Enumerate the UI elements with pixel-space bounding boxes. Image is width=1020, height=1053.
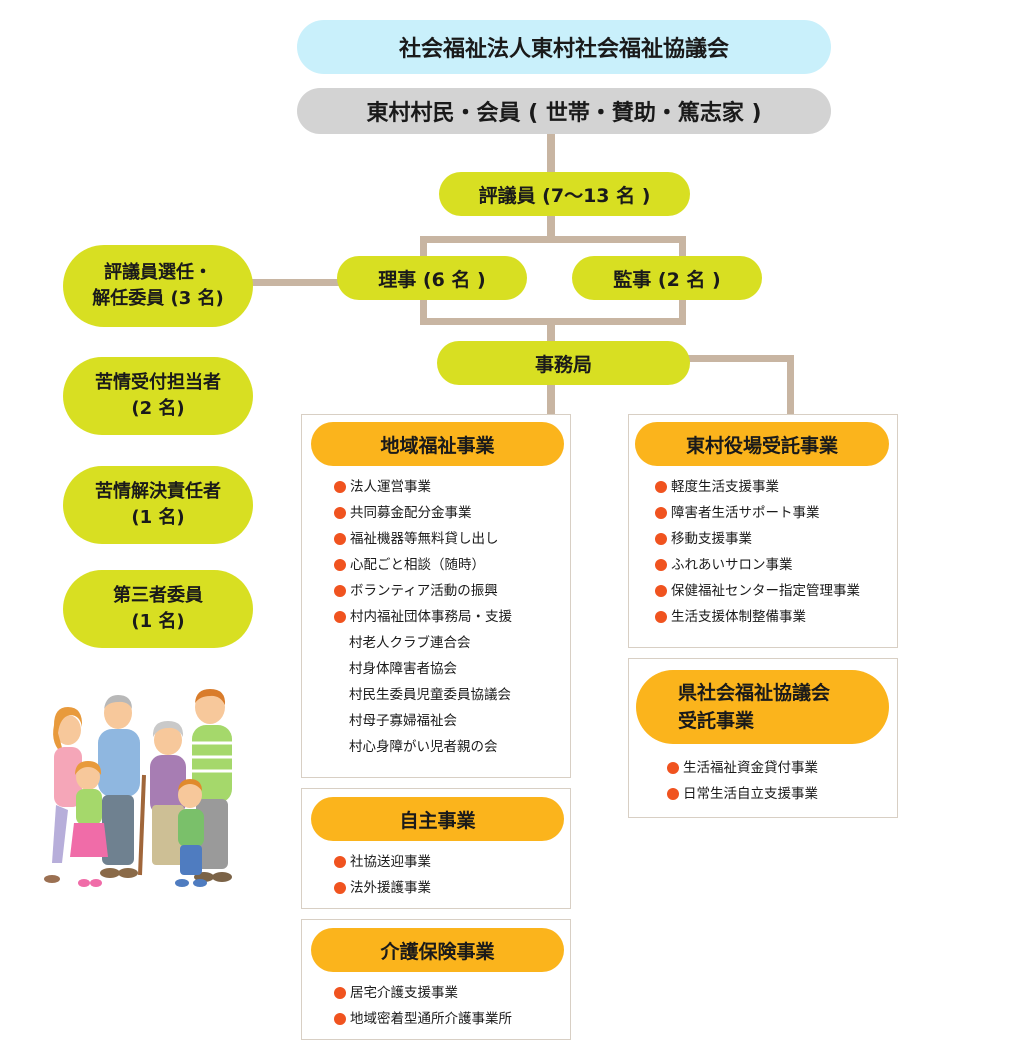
family-illustration-icon [40,685,240,895]
connector-secretariat-right [688,355,794,362]
care-item-list: 居宅介護支援事業地域密着型通所介護事業所 [334,980,512,1032]
prefecture-item-list: 生活福祉資金貸付事業日常生活自立支援事業 [667,755,818,807]
connector-board-secretariat [547,323,555,343]
councilors-node: 評議員 (7～13 名 ) [439,172,690,216]
community-item: 村心身障がい児者親の会 [349,739,498,755]
auditors-node: 監事 (2 名 ) [572,256,762,300]
connector-selection-committee [250,279,340,286]
community-item: 心配ごと相談（随時） [334,552,512,578]
members-node: 東村村民・会員 ( 世帯・賛助・篤志家 ) [297,88,831,134]
community-item: 村身体障害者協会 [349,661,457,677]
community-item: 村老人クラブ連合会 [349,635,471,651]
care-section-title: 介護保険事業 [311,928,564,972]
complaint-resolver-node: 苦情解決責任者 (1 名) [63,466,253,544]
directors-node: 理事 (6 名 ) [337,256,527,300]
selection-committee-node: 評議員選任・ 解任委員 (3 名) [63,245,253,327]
org-title: 社会福祉法人東村社会福祉協議会 [297,20,831,74]
community-item: 共同募金配分金事業 [334,500,512,526]
community-item: 福祉機器等無料貸し出し [334,526,512,552]
community-item: 村母子寡婦福祉会 [349,713,457,729]
community-item: 法人運営事業 [334,474,512,500]
connector-secretariat-village [787,355,794,415]
village-item: 保健福祉センター指定管理事業 [655,578,860,604]
prefecture-item: 生活福祉資金貸付事業 [667,755,818,781]
connector-councilors-down [547,216,555,238]
village-item: 移動支援事業 [655,526,860,552]
independent-section: 自主事業 社協送迎事業法外援護事業 [301,788,571,909]
independent-item-list: 社協送迎事業法外援護事業 [334,849,431,901]
community-item-list: 法人運営事業共同募金配分金事業福祉機器等無料貸し出し心配ごと相談（随時）ボランテ… [334,474,512,760]
community-section: 地域福祉事業 法人運営事業共同募金配分金事業福祉機器等無料貸し出し心配ごと相談（… [301,414,571,778]
community-section-title: 地域福祉事業 [311,422,564,466]
independent-item: 社協送迎事業 [334,849,431,875]
village-section-title: 東村役場受託事業 [635,422,889,466]
community-item: ボランティア活動の振興 [334,578,512,604]
connector-secretariat-community [547,383,555,415]
complaint-receiver-node: 苦情受付担当者 (2 名) [63,357,253,435]
prefecture-section-title: 県社会福祉協議会 受託事業 [636,670,889,744]
connector-members-councilors [547,132,555,174]
care-item: 居宅介護支援事業 [334,980,512,1006]
secretariat-node: 事務局 [437,341,690,385]
village-item: 生活支援体制整備事業 [655,604,860,630]
prefecture-section: 県社会福祉協議会 受託事業 生活福祉資金貸付事業日常生活自立支援事業 [628,658,898,818]
village-item: 軽度生活支援事業 [655,474,860,500]
connector-board-bottom [420,318,686,325]
third-party-committee-node: 第三者委員 (1 名) [63,570,253,648]
village-section: 東村役場受託事業 軽度生活支援事業障害者生活サポート事業移動支援事業ふれあいサロ… [628,414,898,648]
connector-board-top [420,236,686,243]
village-item: ふれあいサロン事業 [655,552,860,578]
community-item: 村内福祉団体事務局・支援 [334,604,512,630]
village-item-list: 軽度生活支援事業障害者生活サポート事業移動支援事業ふれあいサロン事業保健福祉セン… [655,474,860,630]
care-section: 介護保険事業 居宅介護支援事業地域密着型通所介護事業所 [301,919,571,1040]
independent-item: 法外援護事業 [334,875,431,901]
care-item: 地域密着型通所介護事業所 [334,1006,512,1032]
community-item: 村民生委員児童委員協議会 [349,687,511,703]
independent-section-title: 自主事業 [311,797,564,841]
prefecture-item: 日常生活自立支援事業 [667,781,818,807]
village-item: 障害者生活サポート事業 [655,500,860,526]
